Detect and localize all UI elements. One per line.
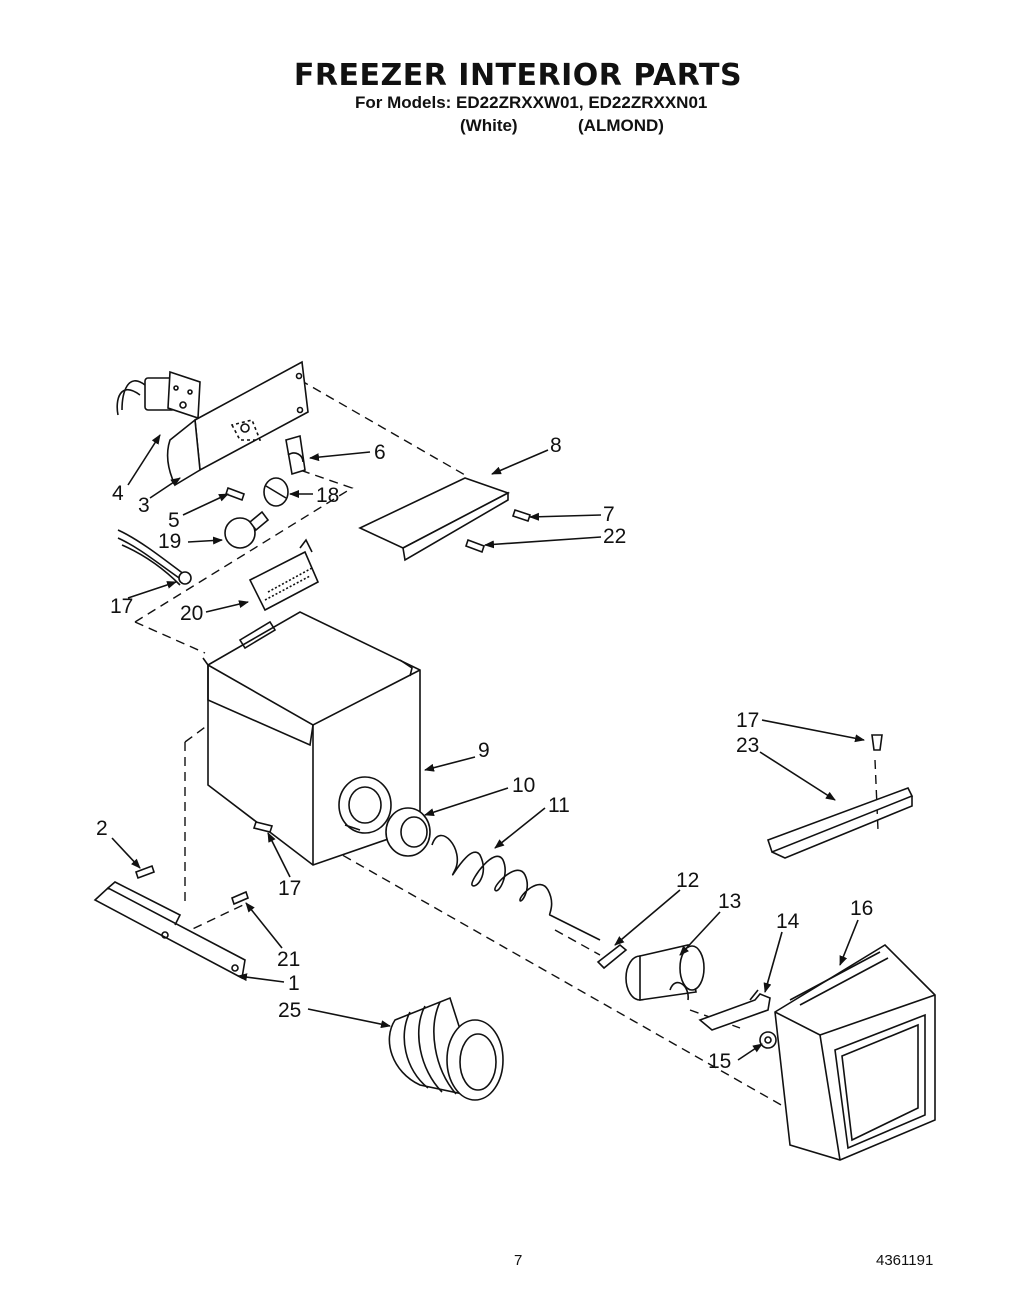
part-5-screw: [224, 486, 246, 502]
callout-7: 7: [603, 503, 615, 526]
part-14-bracket: [698, 989, 771, 1031]
part-25-cylinder: [388, 996, 504, 1101]
callout-15: 15: [708, 1050, 731, 1073]
part-19-socket: [263, 477, 289, 507]
part-20-bulb: [224, 510, 270, 549]
callout-17-lower: 17: [278, 877, 301, 900]
finish-white: (White): [460, 116, 518, 135]
part-12-blade: [596, 943, 628, 970]
part-8-cover: [358, 477, 511, 562]
part-9-ice-bin: [202, 611, 421, 866]
part-6-clip: [285, 434, 306, 476]
part-16-front-housing: [774, 943, 936, 1161]
finish-almond: (ALMOND): [578, 116, 664, 135]
callout-10: 10: [512, 774, 535, 797]
callout-6: 6: [374, 441, 386, 464]
leader-lines: [111, 434, 865, 1061]
part-3-mounting-plate: [166, 360, 309, 487]
part-18-wire-harness: [117, 529, 192, 586]
callout-21: 20: [180, 602, 203, 625]
callout-24: 23: [736, 734, 759, 757]
callout-17-upper: 17: [736, 709, 759, 732]
part-11-auger: [431, 834, 601, 941]
models-line: For Models: ED22ZRXXW01, ED22ZRXXN01: [355, 93, 708, 112]
page-title: FREEZER INTERIOR PARTS: [293, 58, 743, 93]
part-1-rail: [93, 881, 246, 980]
callout-3: 3: [138, 494, 150, 517]
part-2-screw: [134, 864, 156, 880]
callout-19: 18: [316, 484, 339, 507]
part-17-screw-lower: [252, 821, 274, 833]
part-17-screw-upper: [871, 734, 883, 751]
part-21-light-shield: [248, 538, 320, 612]
part-22-screw: [231, 890, 249, 906]
part-15-nut: [759, 1031, 777, 1049]
callout-1: 1: [288, 972, 300, 995]
callout-13: 13: [718, 890, 741, 913]
callout-5: 5: [168, 509, 180, 532]
document-number: 4361191: [876, 1252, 934, 1269]
callout-25: 25: [278, 999, 301, 1022]
part-23-screw: [464, 538, 486, 554]
callout-numbers: 4 3 5 6 8 7 22 18 19 17 20 9 10 11 17 2 …: [96, 434, 873, 1073]
part-13-drum: [625, 944, 705, 1001]
callout-11: 11: [548, 794, 570, 817]
callout-23: 22: [603, 525, 626, 548]
callout-8: 8: [550, 434, 562, 457]
callout-22: 21: [277, 948, 300, 971]
part-10-bushing: [385, 807, 431, 857]
callout-20: 19: [158, 530, 181, 553]
callout-18: 17: [110, 595, 133, 618]
part-24-trim-strip: [766, 787, 914, 859]
page-number: 7: [514, 1252, 523, 1269]
part-7-screw: [511, 508, 532, 523]
callout-9: 9: [478, 739, 490, 762]
callout-2: 2: [96, 817, 108, 840]
callout-4: 4: [112, 482, 124, 505]
callout-16: 16: [850, 897, 873, 920]
callout-12: 12: [676, 869, 699, 892]
part-4-timer: [116, 370, 201, 420]
callout-14: 14: [776, 910, 800, 933]
